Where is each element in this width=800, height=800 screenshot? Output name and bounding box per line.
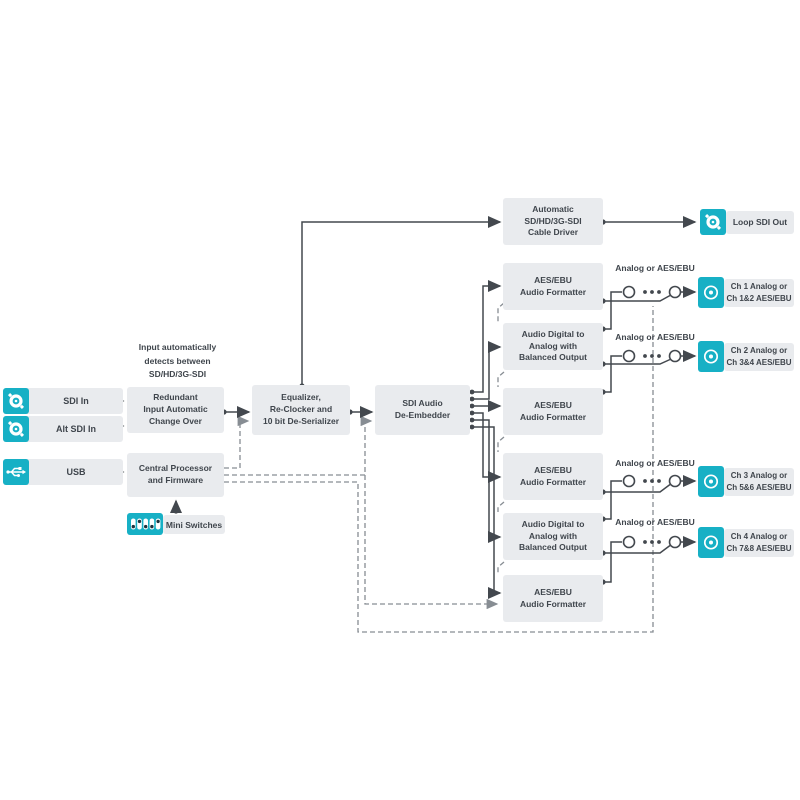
block-cable-driver: Automatic SD/HD/3G-SDI Cable Driver bbox=[503, 198, 603, 245]
usb-icon bbox=[3, 459, 29, 485]
switch-ch3 bbox=[622, 474, 682, 488]
analog-aes-switches bbox=[622, 285, 682, 549]
block-equalizer-reclocker: Equalizer, Re-Clocker and 10 bit De-Seri… bbox=[252, 385, 350, 435]
switch4-caption: Analog or AES/EBU bbox=[615, 517, 695, 527]
input-auto-detect-note: Input automatically detects between SD/H… bbox=[138, 342, 217, 380]
dash-processor-to-switch-column bbox=[224, 306, 654, 633]
mini-switches-label: Mini Switches bbox=[165, 519, 223, 530]
solid-signal-lines bbox=[98, 216, 697, 599]
bnc-connector-icon bbox=[700, 209, 726, 235]
bnc-connector-icon bbox=[3, 388, 29, 414]
line-deemb-to-dac2 bbox=[472, 419, 502, 543]
block-aes-formatter-4: AES/EBU Audio Formatter bbox=[503, 575, 603, 622]
output-ch3: Ch 3 Analog or Ch 5&6 AES/EBU bbox=[724, 468, 794, 496]
sdi-in-label: SDI In bbox=[63, 396, 89, 406]
block-aes-formatter-2: AES/EBU Audio Formatter bbox=[503, 388, 603, 435]
block-redundant-changeover: Redundant Input Automatic Change Over bbox=[127, 387, 224, 433]
output-ch1: Ch 1 Analog or Ch 1&2 AES/EBU bbox=[724, 279, 794, 307]
block-aes-formatter-3: AES/EBU Audio Formatter bbox=[503, 453, 603, 500]
block-central-processor: Central Processor and Firmware bbox=[127, 453, 224, 497]
audio-connector-icon bbox=[698, 527, 724, 558]
switch-ch4 bbox=[622, 535, 682, 549]
dip-switches-icon bbox=[127, 513, 163, 535]
line-deemb-to-formatter4 bbox=[472, 426, 502, 599]
line-dac1-to-switch2 bbox=[603, 358, 671, 365]
line-dac1-to-switch1 bbox=[603, 291, 622, 330]
dash-processor-to-formatter4 bbox=[364, 475, 499, 610]
block-audio-dac-1: Audio Digital to Analog with Balanced Ou… bbox=[503, 323, 603, 370]
output-loop-sdi-out: Loop SDI Out bbox=[726, 211, 794, 234]
line-deemb-to-formatter3 bbox=[472, 412, 502, 483]
block-sdi-audio-deembedder: SDI Audio De-Embedder bbox=[375, 385, 470, 435]
dash-processor-to-deembedder bbox=[224, 415, 373, 476]
block-audio-dac-2: Audio Digital to Analog with Balanced Ou… bbox=[503, 513, 603, 560]
dash-gap-link-5 bbox=[497, 561, 505, 574]
line-dac2-to-switch4 bbox=[603, 544, 671, 554]
dash-gap-link-2 bbox=[497, 371, 505, 387]
audio-connector-icon bbox=[698, 341, 724, 372]
audio-connector-icon bbox=[698, 466, 724, 497]
line-equalizer-to-cabledriver bbox=[301, 216, 502, 386]
mini-switches-label-bar: Mini Switches bbox=[163, 515, 225, 534]
audio-connector-icon bbox=[698, 277, 724, 308]
output-ch4: Ch 4 Analog or Ch 7&8 AES/EBU bbox=[724, 529, 794, 557]
line-formatter4-to-switch4 bbox=[603, 541, 622, 583]
line-formatter3-to-switch3 bbox=[603, 483, 671, 493]
switch-ch1 bbox=[622, 285, 682, 299]
line-formatter2-to-switch2 bbox=[603, 355, 622, 393]
line-formatter1-to-switch1 bbox=[603, 294, 671, 302]
dash-processor-to-equalizer bbox=[224, 415, 250, 469]
switch3-caption: Analog or AES/EBU bbox=[615, 458, 695, 468]
dash-gap-link-3 bbox=[497, 436, 505, 452]
line-deemb-to-formatter1 bbox=[472, 280, 502, 393]
dash-gap-link-1 bbox=[497, 302, 505, 322]
switch2-caption: Analog or AES/EBU bbox=[615, 332, 695, 342]
switch-ch2 bbox=[622, 349, 682, 363]
bnc-connector-icon bbox=[3, 416, 29, 442]
line-deemb-to-dac1 bbox=[472, 341, 502, 400]
dashed-control-lines bbox=[224, 302, 654, 633]
output-ch2: Ch 2 Analog or Ch 3&4 AES/EBU bbox=[724, 343, 794, 371]
alt-sdi-in-label: Alt SDI In bbox=[56, 424, 96, 434]
line-dac2-to-switch3 bbox=[603, 480, 622, 520]
block-aes-formatter-1: AES/EBU Audio Formatter bbox=[503, 263, 603, 310]
switch1-caption: Analog or AES/EBU bbox=[615, 263, 695, 273]
usb-label: USB bbox=[66, 467, 86, 477]
dash-gap-link-4 bbox=[497, 501, 505, 512]
